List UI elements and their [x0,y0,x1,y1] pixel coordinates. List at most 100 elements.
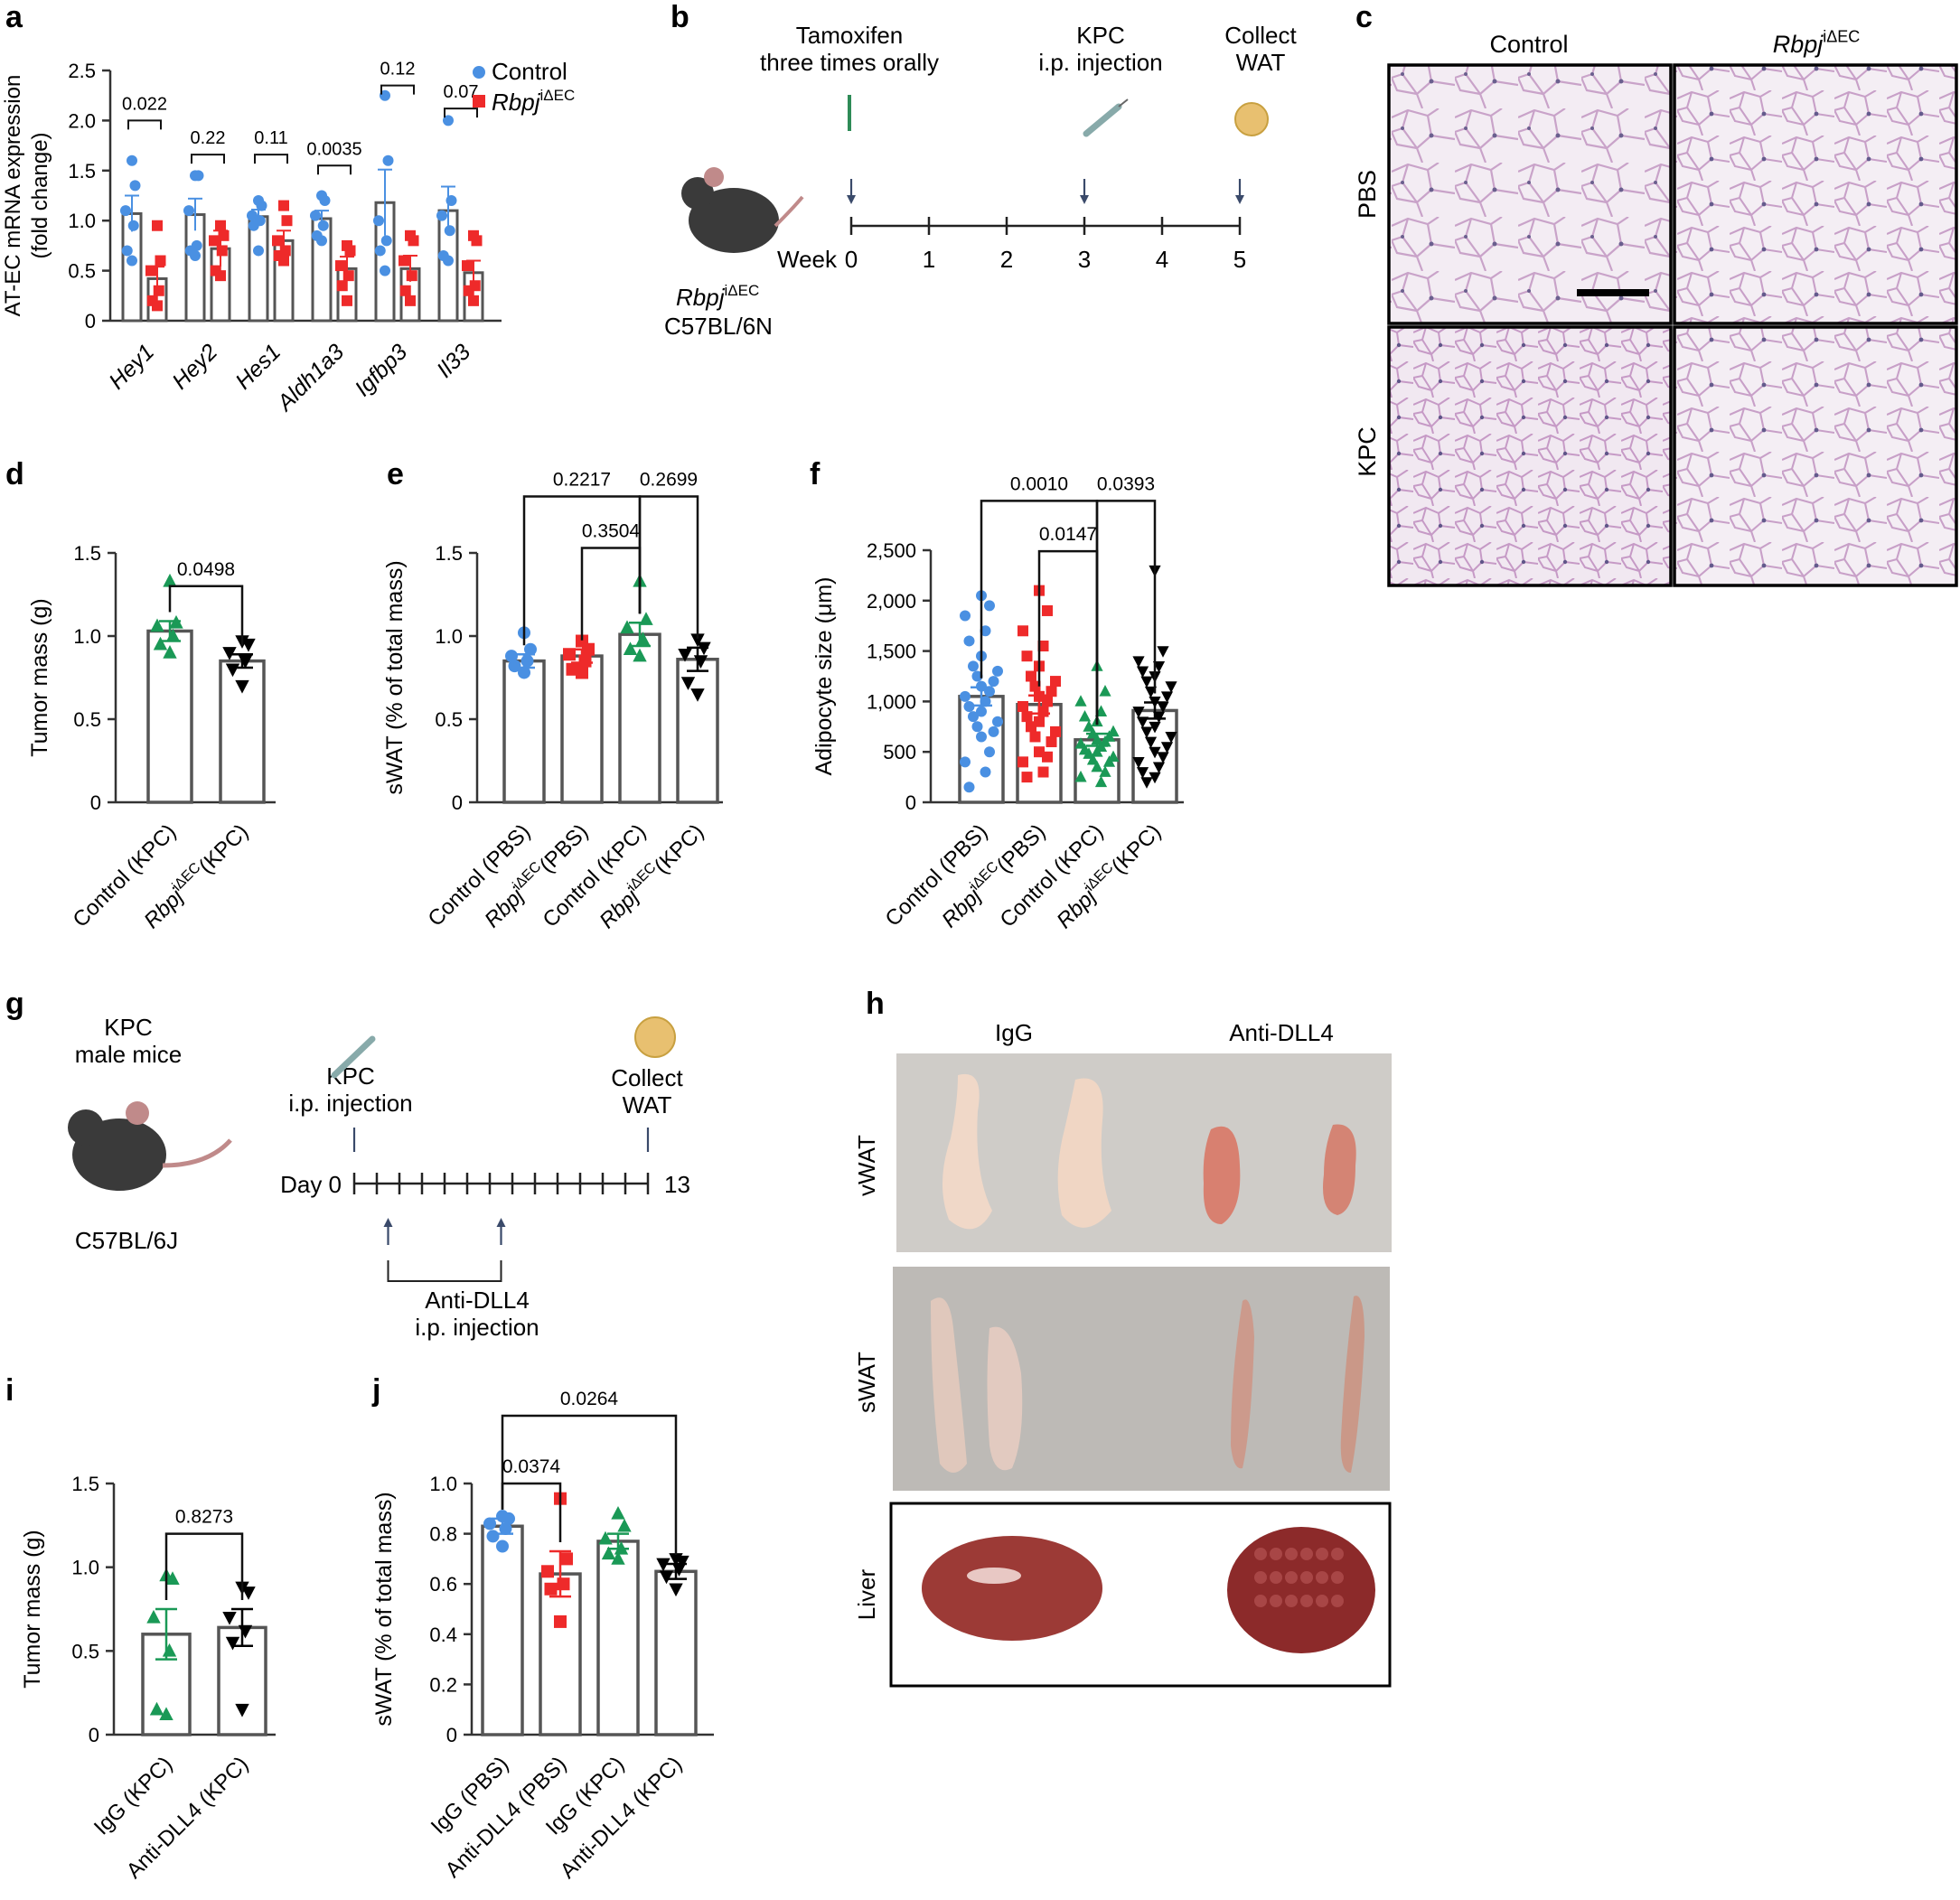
data-point [1132,756,1145,769]
data-point [1091,760,1103,772]
histology-image [1673,63,1958,325]
data-point [1021,650,1033,662]
y-tick-label: 0 [905,791,916,814]
data-point [963,635,975,647]
data-point [524,642,537,656]
timeline-step-label: i.p. injection [288,1090,412,1117]
comparison-bracket [164,1532,244,1600]
data-point [149,1701,164,1716]
data-point [374,245,386,257]
data-point [980,625,991,637]
p-value-label: 0.07 [444,82,479,102]
data-point [463,285,474,296]
data-point [163,645,177,659]
data-point [1042,696,1053,707]
timeline-tick-label: 1 [923,246,935,273]
liver-nodule [1316,1595,1328,1607]
data-point [659,1570,674,1585]
swat-tissue-igg [987,1326,1023,1471]
timeline-step-label: WAT [1236,49,1286,76]
p-value-label: 0.12 [380,60,416,80]
mouse-ear-icon [126,1101,149,1125]
data-point [693,655,708,669]
data-point [127,220,139,231]
data-point [1094,775,1108,788]
data-point [235,1703,249,1717]
vwat-tissue-igg [1057,1078,1111,1228]
y-tick-label: 0 [90,791,101,814]
panel-letter-e: e [387,457,404,491]
mouse-head-icon [68,1109,104,1146]
liver-nodule [1285,1548,1298,1560]
liver-nodule [1316,1548,1328,1560]
mouse-head-icon [681,177,714,210]
data-point [617,1518,632,1532]
data-point [152,220,163,231]
row-label-swat: sWAT [853,1352,880,1413]
comparison-bracket [580,547,642,641]
data-point [1136,767,1149,779]
y-tick-label: 1,500 [867,641,916,663]
data-point [505,650,518,663]
data-point [544,1582,558,1596]
legend-marker-control [473,66,485,79]
comparison-bracket [380,84,415,95]
p-value-label: 0.2217 [553,469,611,490]
y-axis-title: Tumor mass (g) [20,1530,45,1688]
data-point [483,1517,496,1530]
timeline-tick-label: 5 [1233,246,1246,273]
liver-nodule [1300,1595,1313,1607]
comparison-bracket [127,119,162,130]
data-point [1152,762,1166,774]
y-tick-label: 2,500 [867,539,916,562]
p-value-label: 0.2699 [640,469,698,490]
p-value-label: 0.3504 [582,520,641,541]
timeline-step-label: Collect [611,1064,683,1091]
liver-nodule [1270,1548,1282,1560]
data-point [1099,765,1111,777]
data-point [541,1565,554,1578]
data-point [443,255,454,267]
y-tick-label: 1.0 [429,1473,457,1495]
histology-image [1673,325,1958,587]
data-point [408,235,419,247]
x-tick-label: Hey1 [104,339,159,394]
comparison-bracket [501,1414,678,1555]
data-point [225,663,240,678]
data-point [1102,755,1116,767]
comparison-bracket [317,164,352,175]
data-point [225,1636,240,1651]
superscript-part: iΔEC [1823,28,1860,46]
liver-nodule [1254,1548,1267,1560]
data-point [471,235,483,247]
data-point [1149,721,1161,734]
data-point [192,170,204,182]
x-tick-label: Il33 [432,339,475,382]
y-tick-label: 0.5 [71,1640,99,1662]
bar [481,1524,524,1736]
liver-nodule [1331,1548,1344,1560]
y-axis-title: sWAT (% of total mass) [382,560,408,794]
p-value-label: 0.0147 [1039,524,1097,545]
p-value-label: 0.22 [191,128,226,148]
data-point [256,200,267,211]
data-point [611,1551,625,1565]
bar [248,215,269,323]
data-point [342,270,354,282]
y-tick-label: 1.5 [71,1473,99,1495]
bar [596,1540,640,1736]
data-point [319,195,331,207]
p-value-label: 0.022 [122,94,167,114]
x-tick-label: Hes1 [230,339,286,394]
panel-letter-f: f [810,457,821,491]
scale-bar [1577,289,1649,296]
data-point [1149,772,1161,784]
swat-tissue-anti-dll4 [1340,1296,1364,1473]
data-point [127,154,137,166]
y-axis-title: AT-EC mRNA expression [1,75,25,317]
data-point [1050,725,1061,737]
legend-label-rbpj: RbpjiΔEC [492,87,575,116]
data-point [1136,666,1149,679]
data-point [1160,742,1174,753]
data-point [1021,772,1033,783]
